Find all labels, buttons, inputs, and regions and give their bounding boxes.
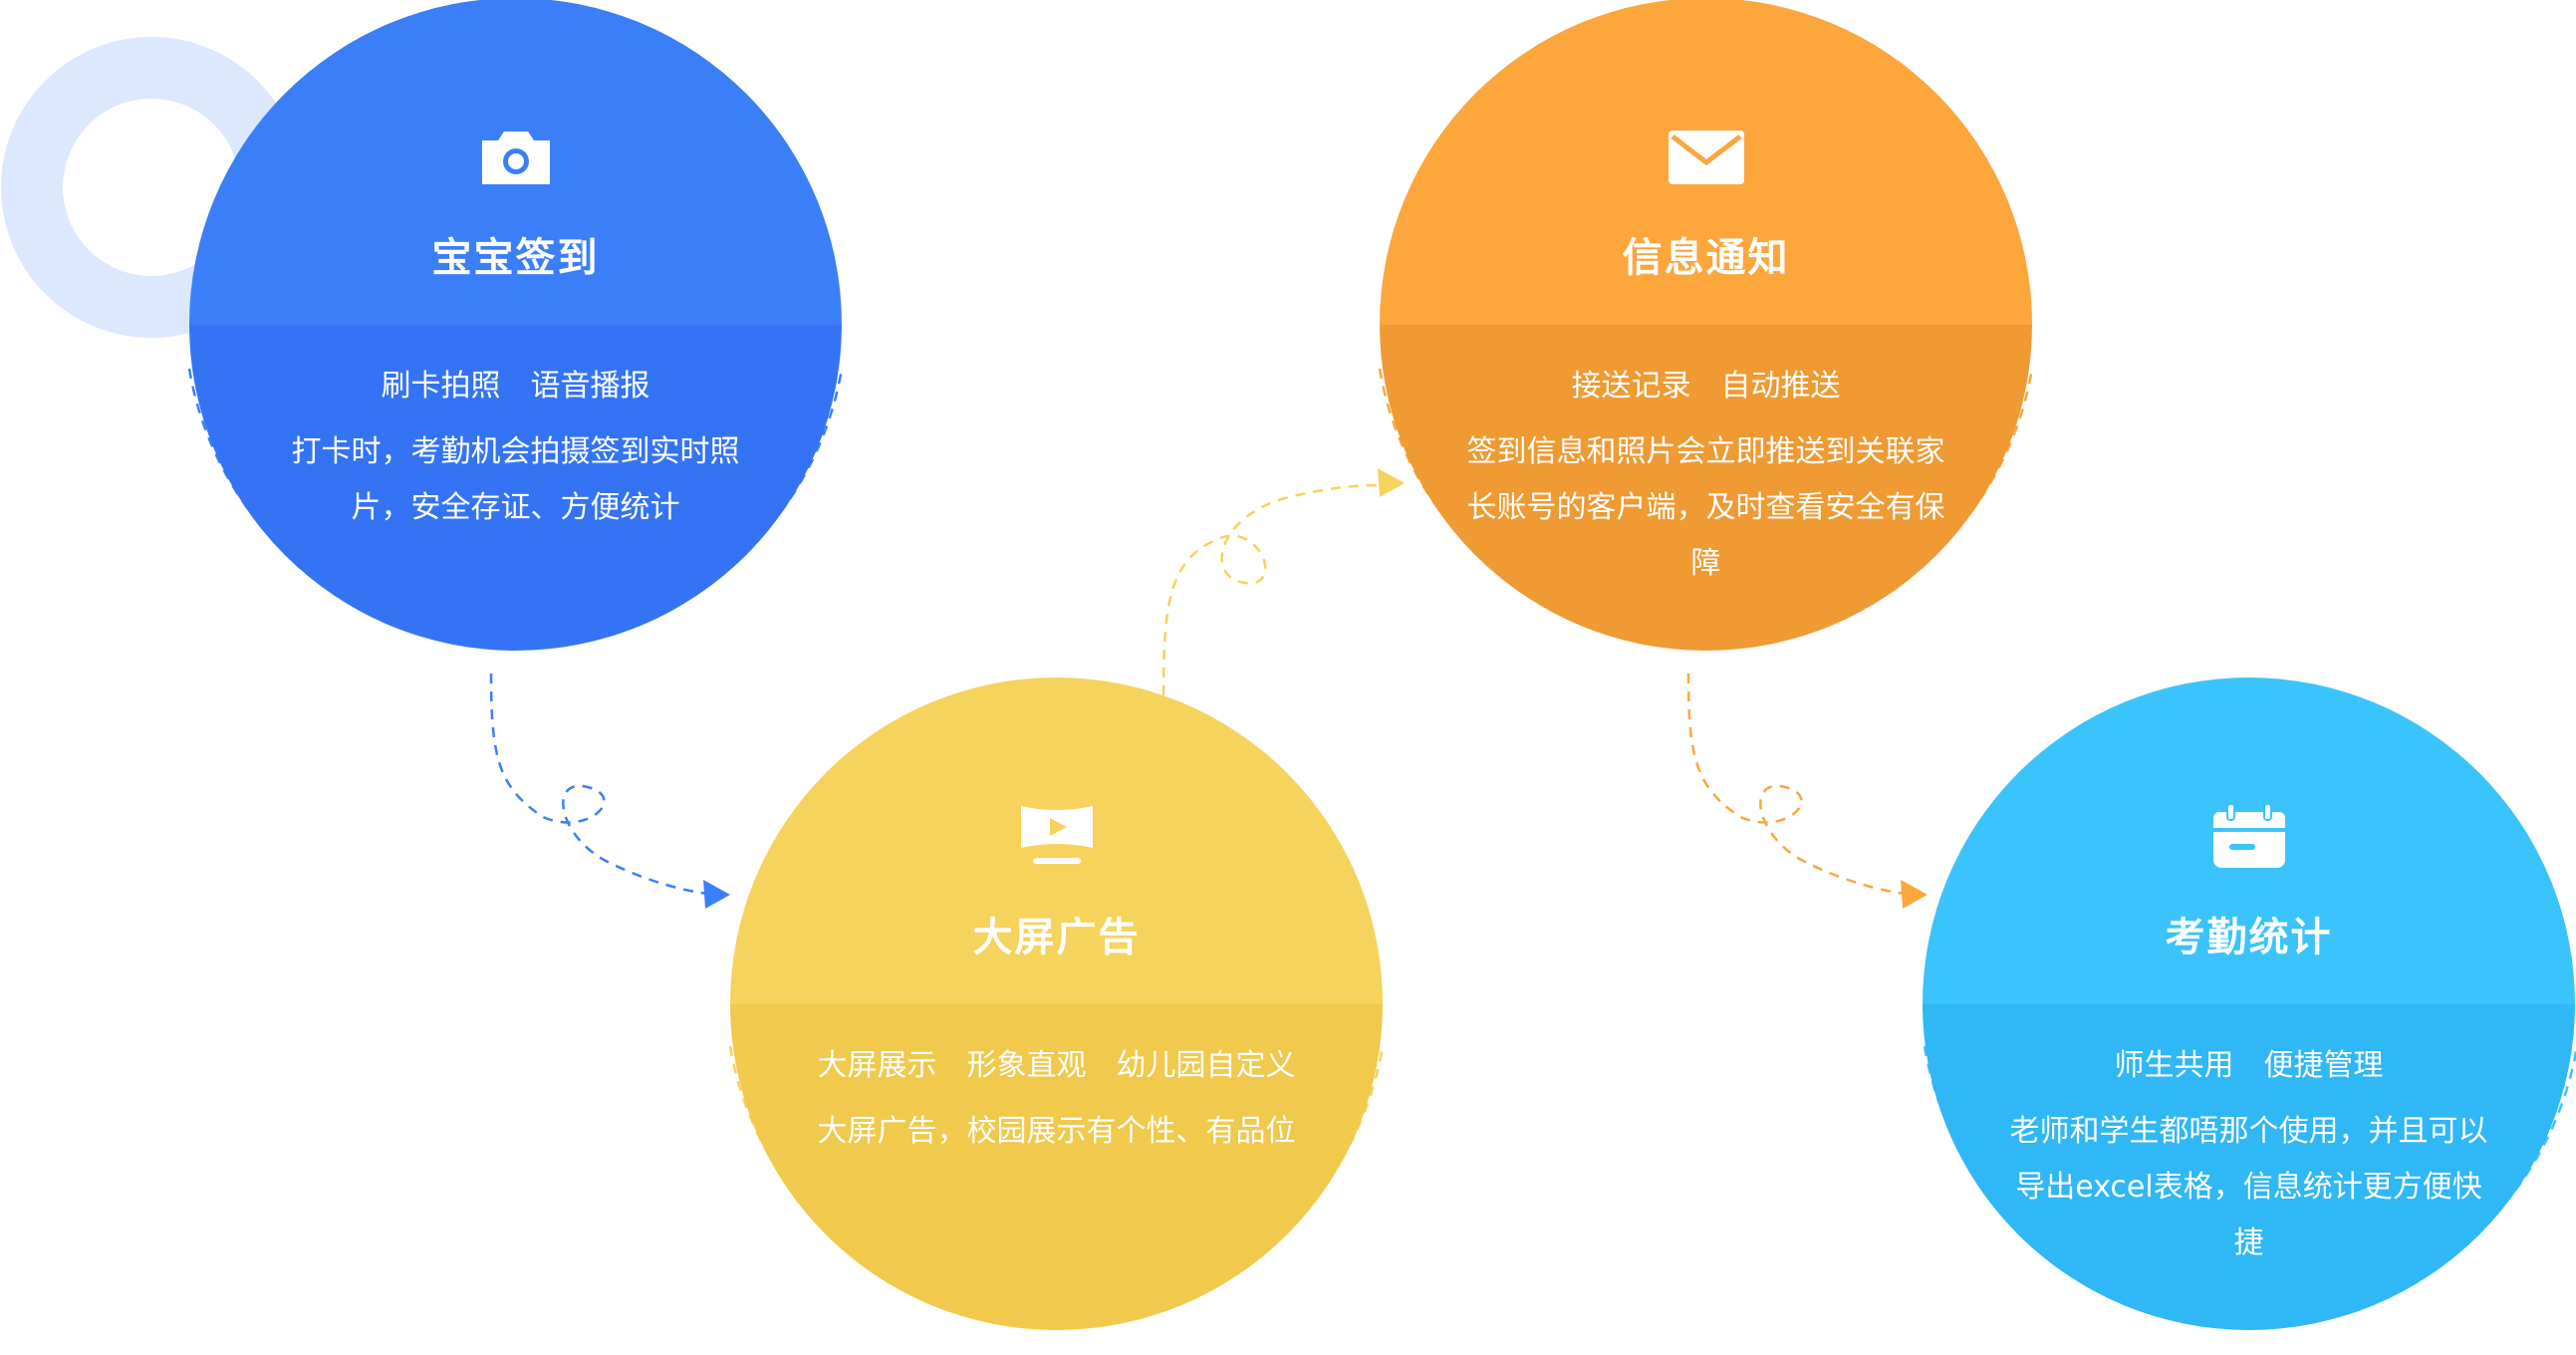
- node-notify-body: [1380, 324, 2032, 651]
- arrow-notify-stats: [1901, 880, 1928, 909]
- connector-checkin-screen: [489, 673, 710, 896]
- node-notify-title: 信息通知: [1622, 235, 1790, 281]
- node-screen-subtitle: 大屏展示 形象直观 幼儿园自定义: [817, 1048, 1296, 1083]
- node-stats-subtitle: 师生共用 便捷管理: [2114, 1048, 2384, 1083]
- node-stats-body: [1923, 1003, 2575, 1330]
- node-notify-subtitle: 接送记录 自动推送: [1571, 369, 1841, 404]
- node-checkin-desc: 打卡时，考勤机会拍摄签到实时照片，安全存证、方便统计: [291, 434, 740, 525]
- node-stats: 考勤统计 师生共用 便捷管理 老师和学生都唔那个使用，并且可以导出excel表格…: [1923, 678, 2575, 1330]
- node-stats-desc: 老师和学生都唔那个使用，并且可以导出excel表格，信息统计更方便快捷: [2009, 1114, 2488, 1260]
- node-checkin-title: 宝宝签到: [431, 235, 600, 281]
- calendar-icon: [2212, 803, 2285, 868]
- node-notify: 信息通知 接送记录 自动推送 签到信息和照片会立即推送到关联家长账号的客户端，及…: [1380, 0, 2032, 651]
- arrow-checkin-screen: [703, 880, 730, 909]
- node-stats-title: 考勤统计: [2165, 915, 2333, 960]
- node-screen-desc: 大屏广告，校园展示有个性、有品位: [817, 1114, 1296, 1149]
- camera-icon: [481, 132, 550, 184]
- connector-notify-stats: [1686, 673, 1908, 896]
- node-checkin-subtitle: 刷卡拍照 语音播报: [381, 369, 650, 404]
- screen-play-icon: [1020, 806, 1093, 864]
- node-checkin-body: [189, 324, 842, 651]
- node-screen-title: 大屏广告: [972, 915, 1141, 960]
- mail-icon: [1668, 131, 1744, 184]
- node-notify-desc: 签到信息和照片会立即推送到关联家长账号的客户端，及时查看安全有保障: [1466, 434, 1945, 581]
- node-checkin: 宝宝签到 刷卡拍照 语音播报 打卡时，考勤机会拍摄签到实时照片，安全存证、方便统…: [189, 0, 842, 651]
- connector-screen-notify: [1161, 483, 1381, 696]
- node-screen: 大屏广告 大屏展示 形象直观 幼儿园自定义 大屏广告，校园展示有个性、有品位: [730, 678, 1383, 1330]
- node-screen-body: [730, 1003, 1383, 1330]
